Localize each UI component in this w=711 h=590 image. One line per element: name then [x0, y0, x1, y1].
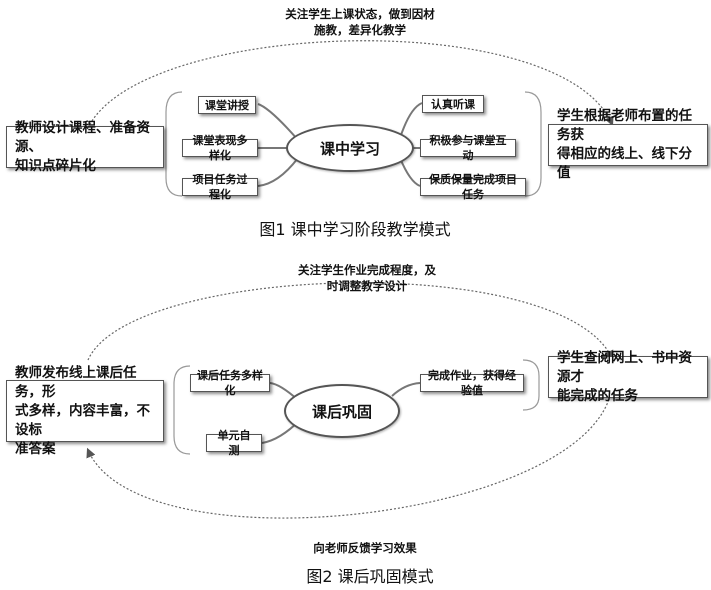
fig2-center-node: 课后巩固 [284, 384, 400, 438]
fig1-branch-r1 [399, 102, 423, 139]
fig2-bottom-label: 向老师反馈学习效果 [313, 541, 417, 555]
fig1-top-label: 关注学生上课状态，做到因材 施教，差异化教学 [285, 7, 435, 37]
fig1-left-box: 教师设计课程、准备资源、 知识点碎片化 [6, 120, 164, 174]
fig1-branch-l3 [257, 157, 299, 187]
fig1-branch-r3 [399, 157, 421, 187]
fig1-right-box: 学生根据老师布置的任务获 得相应的线上、线下分值 [548, 108, 708, 181]
fig1-top-arc [87, 40, 614, 129]
fig2-right-box: 学生查阅网上、书中资源才 能完成的任务 [548, 350, 708, 404]
fig2-left-item-1: 课后任务多样化 [190, 369, 270, 397]
fig1-right-brace [524, 91, 542, 197]
fig1-left-item-1: 课堂讲授 [198, 96, 256, 114]
fig2-branch-r1 [391, 382, 421, 397]
fig2-right-brace [522, 359, 540, 411]
fig2-top-arc [87, 282, 614, 361]
fig1-branch-l1 [257, 103, 299, 141]
fig1-right-item-1: 认真听课 [422, 95, 484, 113]
fig2-top-label: 关注学生作业完成程度，及 时调整教学设计 [298, 263, 436, 293]
fig2-left-brace [173, 365, 191, 455]
fig1-right-item-3: 保质保量完成项目任务 [420, 173, 526, 201]
fig1-left-item-3: 项目任务过程化 [182, 173, 258, 201]
fig2-caption: 图2 课后巩固模式 [306, 567, 434, 586]
fig1-caption: 图1 课中学习阶段教学模式 [259, 220, 451, 239]
fig2-right-item-1: 完成作业，获得经验值 [420, 369, 524, 397]
fig1-right-item-2: 积极参与课堂互动 [420, 134, 516, 162]
fig1-left-brace [165, 91, 183, 197]
fig2-left-box: 教师发布线上课后任务，形 式多样，内容丰富，不设标 准答案 [6, 365, 164, 457]
fig2-left-item-2: 单元自测 [206, 429, 262, 457]
fig1-center-node: 课中学习 [286, 124, 414, 172]
fig1-left-item-2: 课堂表现多样化 [182, 134, 258, 162]
